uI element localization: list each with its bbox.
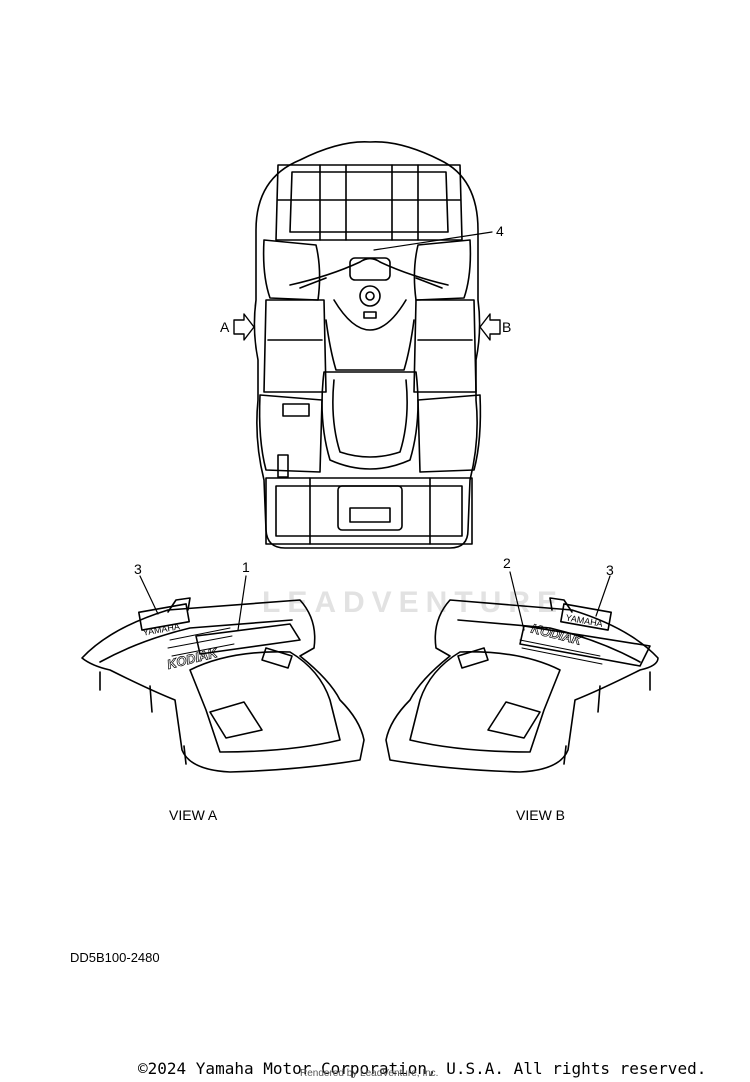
callout-3-view-b: 3 — [606, 562, 614, 578]
diagram-code: DD5B100-2480 — [70, 950, 160, 965]
view-b-title: VIEW B — [516, 807, 566, 823]
callout-3-view-a: 3 — [134, 561, 142, 577]
view-a-title: VIEW A — [169, 807, 218, 823]
atv-top-view — [253, 141, 482, 549]
view-a-panel — [81, 597, 365, 773]
view-b-panel — [385, 597, 659, 773]
callout-2: 2 — [503, 555, 511, 571]
watermark: LEADVENTURE — [262, 586, 565, 619]
view-a-arrow — [233, 313, 255, 341]
arrow-label-b: B — [502, 319, 512, 335]
callout-1: 1 — [242, 559, 250, 575]
rendered-by-notice: Rendered by LeadVenture, Inc. — [300, 1068, 439, 1079]
arrow-label-a: A — [220, 319, 230, 335]
callout-4: 4 — [496, 223, 504, 239]
copyright-notice: ©2024 Yamaha Motor Corporation, U.S.A. A… — [138, 1059, 707, 1078]
view-b-arrow — [479, 313, 501, 341]
